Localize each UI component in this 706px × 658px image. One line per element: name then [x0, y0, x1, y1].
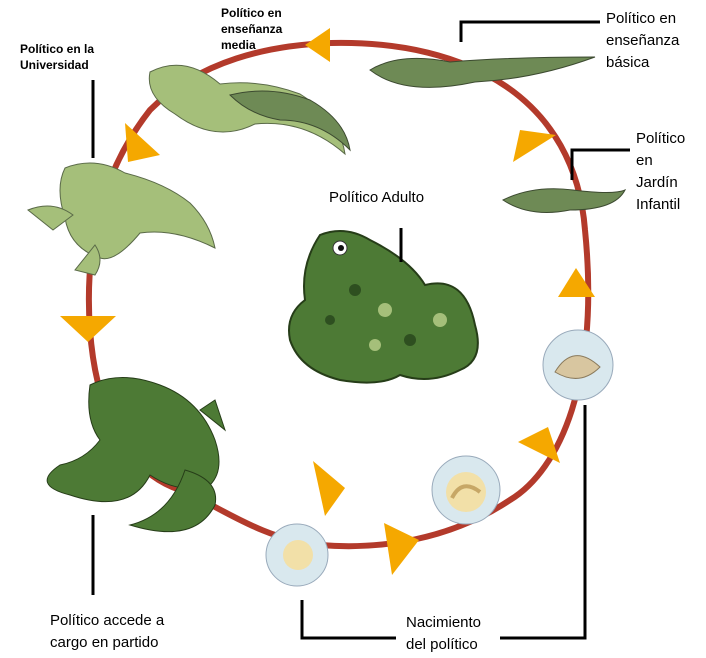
label-university: Político en la Universidad — [20, 42, 95, 72]
froglet-icon — [27, 162, 216, 276]
egg-icon — [431, 455, 501, 525]
frog-icon — [46, 377, 227, 533]
label-tadpole-basic: Político en enseñanza básica — [606, 10, 680, 71]
cycle-arrow — [558, 268, 595, 297]
cycle-arrow — [513, 130, 556, 162]
egg-icon — [265, 523, 329, 587]
cycle-arrow — [518, 427, 560, 463]
label-birth: Nacimiento del político — [406, 614, 482, 653]
label-party-post: Político accede a cargo en partido — [50, 612, 165, 651]
cycle-arrow — [384, 523, 419, 575]
tadpole-icon — [369, 56, 596, 88]
cycle-arrow — [313, 461, 345, 516]
tadpole-icon — [502, 188, 627, 213]
leader-line — [459, 20, 600, 42]
label-kindergarten: Político en Jardín Infantil — [636, 130, 686, 213]
cycle-arrow — [60, 316, 116, 342]
leader-line — [570, 148, 630, 180]
adult-frog-icon — [288, 230, 479, 384]
leader-line — [300, 600, 396, 640]
label-adult: Político Adulto — [329, 189, 425, 206]
egg-icon — [542, 329, 614, 401]
cycle-arrow — [125, 123, 160, 162]
cycle-arrow — [305, 28, 330, 62]
tadpole-icon — [229, 90, 351, 152]
leader-line — [500, 405, 587, 640]
label-tadpole-media: Político en enseñanza media — [221, 6, 283, 52]
tadpole-icon — [148, 64, 346, 156]
